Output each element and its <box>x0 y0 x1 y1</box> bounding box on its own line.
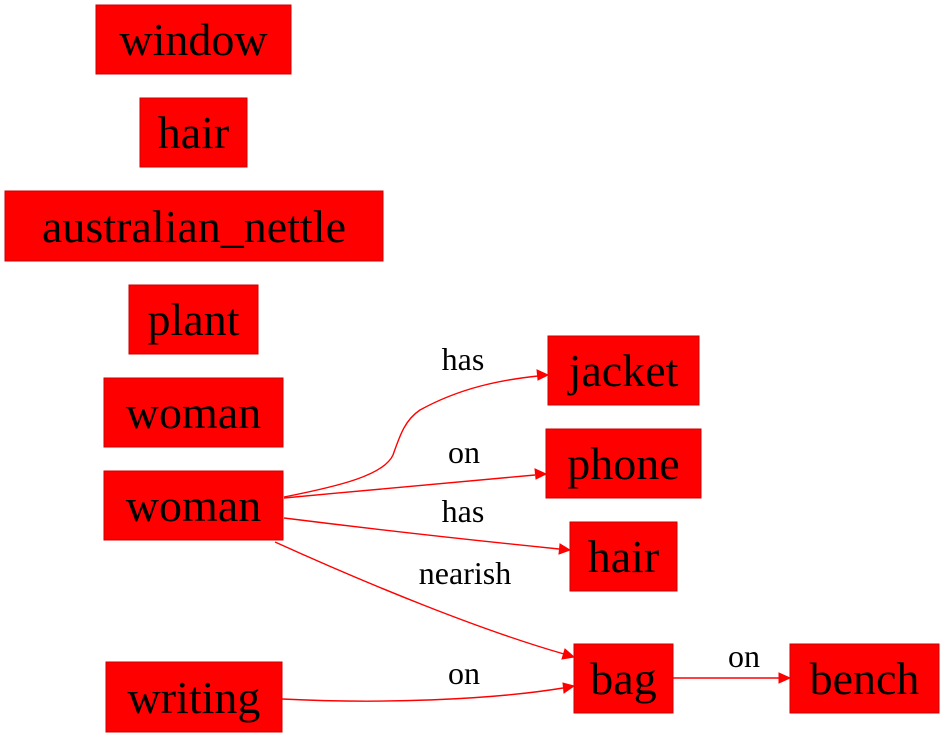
node-label: hair <box>158 107 230 158</box>
arrowhead-icon <box>778 672 792 684</box>
node-label: window <box>119 14 268 65</box>
edge-label: nearish <box>419 555 511 591</box>
node-woman-main: woman <box>103 470 284 541</box>
node-label: jacket <box>567 345 679 396</box>
node-label: woman <box>126 387 261 438</box>
node-bag: bag <box>573 643 674 714</box>
edge-woman-on-phone: on <box>283 434 548 499</box>
arrowhead-icon <box>534 468 548 480</box>
node-woman-top: woman <box>103 377 284 448</box>
node-hair-top: hair <box>139 97 248 168</box>
arrowhead-icon <box>558 543 572 555</box>
node-label: phone <box>567 438 679 489</box>
node-label: australian_nettle <box>42 201 346 252</box>
edge-label: on <box>728 638 760 674</box>
node-label: writing <box>128 672 261 723</box>
node-australian-nettle: australian_nettle <box>4 190 384 262</box>
node-bench: bench <box>789 643 940 714</box>
edge-label: on <box>448 434 480 470</box>
node-plant: plant <box>128 284 259 355</box>
edge-woman-has-jacket: has <box>283 341 550 498</box>
node-label: plant <box>148 294 240 345</box>
node-jacket: jacket <box>547 335 700 406</box>
node-label: bench <box>810 653 920 704</box>
edge-bag-on-bench: on <box>673 638 792 684</box>
edge-woman-nearish-bag: nearish <box>274 541 576 660</box>
node-phone: phone <box>545 428 702 499</box>
arrowhead-icon <box>561 648 576 660</box>
edge-writing-on-bag: on <box>281 655 576 702</box>
node-writing: writing <box>105 661 283 733</box>
edge-woman-has-hair: has <box>283 493 572 555</box>
node-label: hair <box>588 531 660 582</box>
edge-label: on <box>448 655 480 691</box>
node-window: window <box>95 4 292 75</box>
edge-label: has <box>442 493 485 529</box>
edge-label: has <box>442 341 485 377</box>
node-label: bag <box>590 653 656 704</box>
node-hair-right: hair <box>569 521 678 592</box>
arrowhead-icon <box>536 369 550 381</box>
node-label: woman <box>126 480 261 531</box>
arrowhead-icon <box>562 682 576 694</box>
